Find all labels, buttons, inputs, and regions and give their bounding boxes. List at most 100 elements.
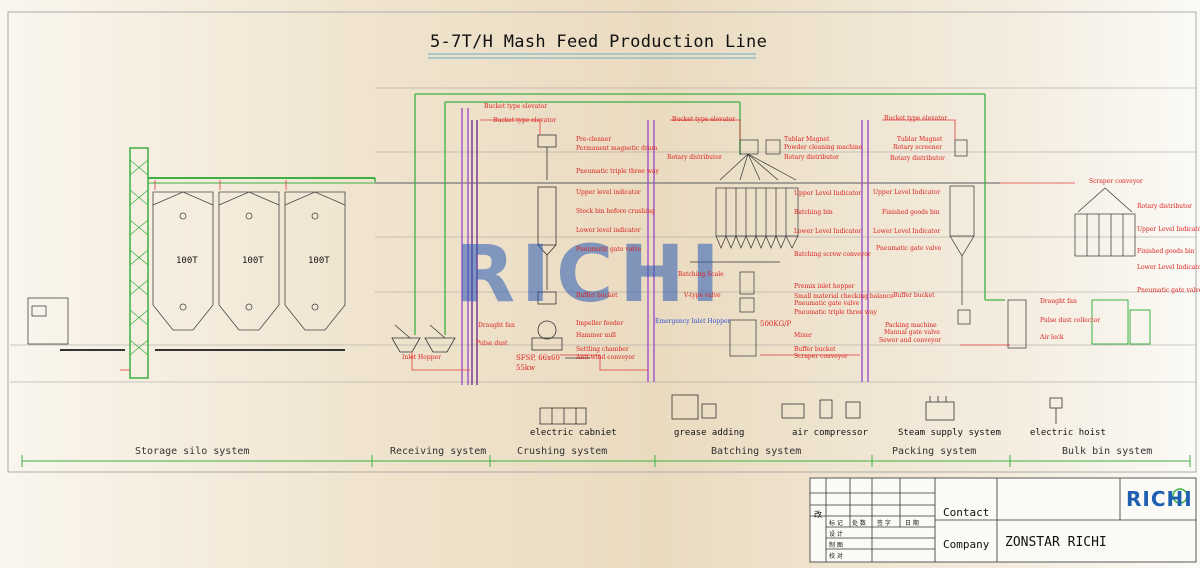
title-block-header: 日 期 — [905, 520, 919, 527]
annotation-label: Lower Level Indicator — [873, 228, 941, 235]
pulse-dust-label: Pulse dust — [476, 340, 508, 347]
emergency-inlet-label: Emergency Inlet Hopper — [655, 318, 731, 325]
system-divider — [21, 455, 1191, 467]
storage-stairs — [374, 178, 1000, 184]
annotation-label: Pneumatic gate valve — [794, 300, 860, 307]
silo-capacity-label: 100T — [176, 256, 198, 266]
annotation-label: Buffer bucket — [893, 292, 935, 299]
annotation-label: Lower Level Indicator — [1137, 264, 1200, 271]
annotation-label: Rotary distributor — [890, 155, 945, 162]
air-compressor-label: air compressor — [792, 428, 868, 438]
annotation-label: Scraper conveyor — [1089, 178, 1143, 185]
richi-watermark-logo: RICHI — [455, 230, 726, 320]
company-value: ZONSTAR RICHI — [1005, 535, 1107, 550]
title-block-header: 签 字 — [877, 520, 891, 527]
draught-fan-label: Draught fan — [478, 322, 515, 329]
annotation-label: Finished goods bin — [1137, 248, 1195, 255]
annotation-label: Scraper conveyor — [794, 353, 848, 360]
annotation-label: Small material checking balance — [794, 293, 894, 300]
electric-hoist-label: electric hoist — [1030, 428, 1106, 438]
annotation-label: Tublar Magnet — [897, 136, 943, 143]
title-block-row: 校 对 — [829, 553, 843, 560]
annotation-label: Packing machine — [885, 322, 937, 329]
annotation-label: Mixer — [794, 332, 812, 339]
title-block-row: 制 图 — [829, 542, 843, 549]
truck-right — [1091, 299, 1151, 345]
system-crushing: Crushing system — [517, 446, 608, 457]
batching-scale-label: Batching Scale — [678, 271, 724, 278]
annotation-label: Lower Level Indicator — [794, 228, 862, 235]
annotation-label: Bucket type elevator — [884, 115, 948, 122]
annotation-label: Settling chamber — [576, 346, 629, 353]
annotation-label: Hammer mill — [576, 332, 616, 339]
mixer-capacity-label: 500KG/P — [760, 320, 792, 328]
system-storage-silo: Storage silo system — [135, 446, 250, 457]
hammer-mill-spec: SFSP, 66x60 — [516, 354, 560, 362]
inlet-hopper-label: Inlet Hopper — [402, 354, 441, 361]
storage-silo-system — [27, 147, 375, 379]
annotation-label: Tublar Magnet — [784, 136, 830, 143]
annotation-label: Stock bin before crushing — [576, 208, 655, 215]
annotation-label: Bucket type elevator — [484, 103, 548, 110]
annotation-label: Draught fan — [1040, 298, 1077, 305]
annotation-label: Rotary distributor — [667, 154, 722, 161]
annotation-label: Finished goods bin — [882, 209, 940, 216]
hammer-mill-power: 55kw — [516, 364, 536, 372]
silo-capacity-label: 100T — [242, 256, 264, 266]
packing-equipment — [949, 139, 1027, 349]
richi-logo: RICHI — [1126, 487, 1193, 511]
annotation-label: Bucket type elevator — [672, 116, 736, 123]
crushing-equipment — [531, 134, 590, 359]
annotation-label: Premix inlet hopper — [794, 283, 855, 290]
contact-label: Contact — [943, 506, 990, 519]
equipment-icons — [539, 394, 1063, 425]
batching-bins — [690, 139, 799, 357]
drawing-frame — [7, 11, 1197, 473]
annotation-label: Pneumatic triple three way — [794, 309, 877, 316]
steam-supply-label: Steam supply system — [898, 428, 1001, 438]
title-block — [809, 477, 1197, 563]
system-receiving: Receiving system — [390, 446, 487, 457]
annotation-label: Upper Level Indicator — [1137, 226, 1200, 233]
annotation-label: Buffer bucket — [576, 292, 618, 299]
diagram-title: 5-7T/H Mash Feed Production Line — [430, 32, 768, 52]
electric-cabinet-label: electric cabniet — [530, 428, 617, 438]
system-packing: Packing system — [892, 446, 977, 457]
annotation-label: Bucket type elevator — [493, 117, 557, 124]
annotation-label: Buffer bucket — [794, 346, 836, 353]
annotation-label: Permanent magnetic drum — [576, 145, 658, 152]
annotation-label: Anti-wind conveyor — [576, 354, 635, 361]
annotation-label: Air lock — [1040, 334, 1064, 341]
title-block-header: 标 记 — [829, 520, 843, 527]
annotation-label: Pneumatic gate valve — [1137, 287, 1200, 294]
annotation-label: Rotary distributor — [784, 154, 839, 161]
annotation-label: Sewer and conveyor — [879, 337, 941, 344]
annotation-label: Batching bin — [794, 209, 833, 216]
system-bulk-bin: Bulk bin system — [1062, 446, 1153, 457]
annotation-label: Lower level indicator — [576, 227, 641, 234]
annotation-label: Upper level indicator — [576, 189, 641, 196]
red-flow-lines — [120, 119, 1075, 371]
company-label: Company — [943, 538, 990, 551]
grease-adding-label: grease adding — [674, 428, 745, 438]
title-block-header: 处 数 — [852, 520, 866, 527]
annotation-label: Pneumatic gate valve — [576, 246, 642, 253]
silo-capacity-label: 100T — [308, 256, 330, 266]
annotation-label: Pneumatic triple three way — [576, 168, 659, 175]
annotation-label: Batching screw conveyor — [794, 251, 871, 258]
annotation-label: Upper Level Indicator — [794, 190, 862, 197]
annotation-label: Impeller feeder — [576, 320, 624, 327]
annotation-label: Powder cleaning machine — [784, 144, 863, 151]
annotation-label: Pulse dust collector — [1040, 317, 1101, 324]
annotation-label: Rotary screener — [893, 144, 942, 151]
title-block-change: 改 — [814, 510, 822, 519]
title-block-row: 设 计 — [829, 531, 843, 538]
system-batching: Batching system — [711, 446, 802, 457]
bucket-elevators — [461, 108, 869, 385]
annotation-label: Pre-cleaner — [576, 136, 612, 143]
annotation-label: Pneumatic gate valve — [876, 245, 942, 252]
annotation-label: Upper Level Indicator — [873, 189, 941, 196]
vtype-valve-label: V-type valve — [684, 292, 721, 299]
